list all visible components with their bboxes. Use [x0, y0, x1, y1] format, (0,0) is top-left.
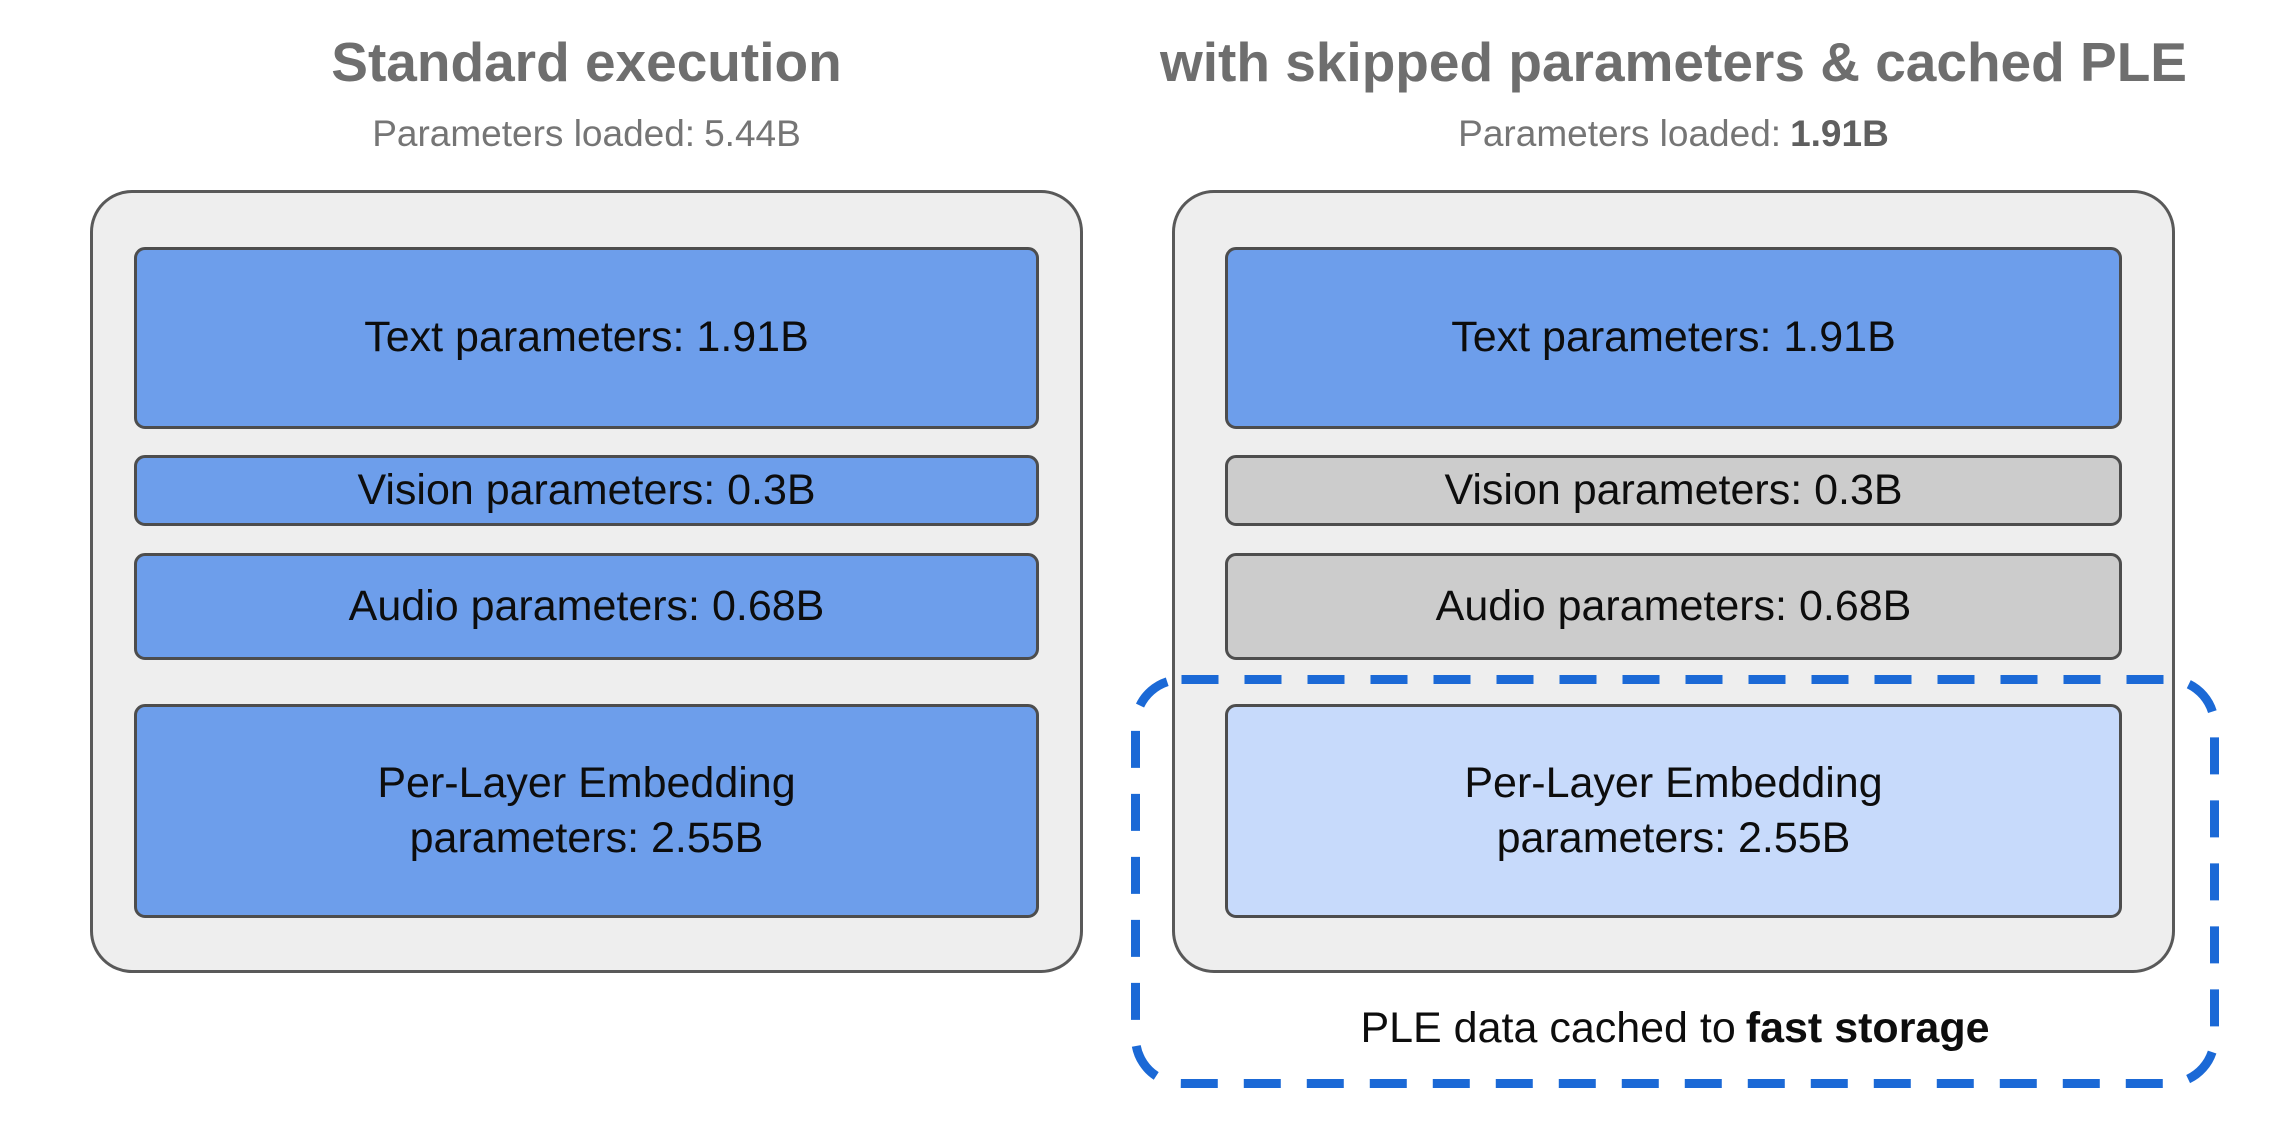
- vision-params-box-skipped: Vision parameters: 0.3B: [1225, 455, 2122, 526]
- box-label-line2: parameters: 2.55B: [409, 814, 764, 862]
- params-loaded-value: 5.44B: [704, 113, 801, 154]
- box-label-line2: parameters: 2.55B: [1496, 814, 1851, 862]
- box-label: Vision parameters: 0.3B: [357, 465, 816, 514]
- audio-params-box-skipped: Audio parameters: 0.68B: [1225, 553, 2122, 660]
- ple-cache-dashed-border: [1131, 675, 2219, 1088]
- audio-params-box-standard: Audio parameters: 0.68B: [134, 553, 1039, 660]
- ple-params-box-standard: Per-Layer Embedding parameters: 2.55B: [134, 704, 1039, 918]
- text-params-box-cached: Text parameters: 1.91B: [1225, 247, 2122, 429]
- vision-params-box-standard: Vision parameters: 0.3B: [134, 455, 1039, 526]
- cached-model-container: Text parameters: 1.91B Vision parameters…: [1172, 190, 2175, 973]
- box-label-line1: Per-Layer Embedding: [1464, 758, 1883, 807]
- text-params-box-standard: Text parameters: 1.91B: [134, 247, 1039, 429]
- box-label: Vision parameters: 0.3B: [1444, 465, 1903, 514]
- params-loaded-label: Parameters loaded:: [1458, 113, 1782, 154]
- standard-params-loaded: Parameters loaded:5.44B: [90, 112, 1083, 156]
- ple-params-box-cached: Per-Layer Embedding parameters: 2.55B: [1225, 704, 2122, 918]
- box-label: Text parameters: 1.91B: [1451, 313, 1896, 362]
- box-label-line1: Per-Layer Embedding: [377, 758, 796, 807]
- standard-execution-title: Standard execution: [331, 31, 842, 93]
- box-label: Text parameters: 1.91B: [364, 313, 809, 362]
- params-loaded-label: Parameters loaded:: [372, 113, 696, 154]
- box-label: Audio parameters: 0.68B: [1435, 581, 1912, 630]
- standard-model-container: Text parameters: 1.91B Vision parameters…: [90, 190, 1083, 973]
- cache-note-prefix: PLE data cached to: [1360, 1004, 1736, 1052]
- params-loaded-value-bold: 1.91B: [1790, 113, 1889, 154]
- cache-note-bold: fast storage: [1745, 1004, 1990, 1052]
- cached-ple-title: with skipped parameters & cached PLE: [1159, 31, 2187, 93]
- cached-params-loaded: Parameters loaded:1.91B: [1172, 112, 2175, 156]
- box-label: Audio parameters: 0.68B: [348, 581, 825, 630]
